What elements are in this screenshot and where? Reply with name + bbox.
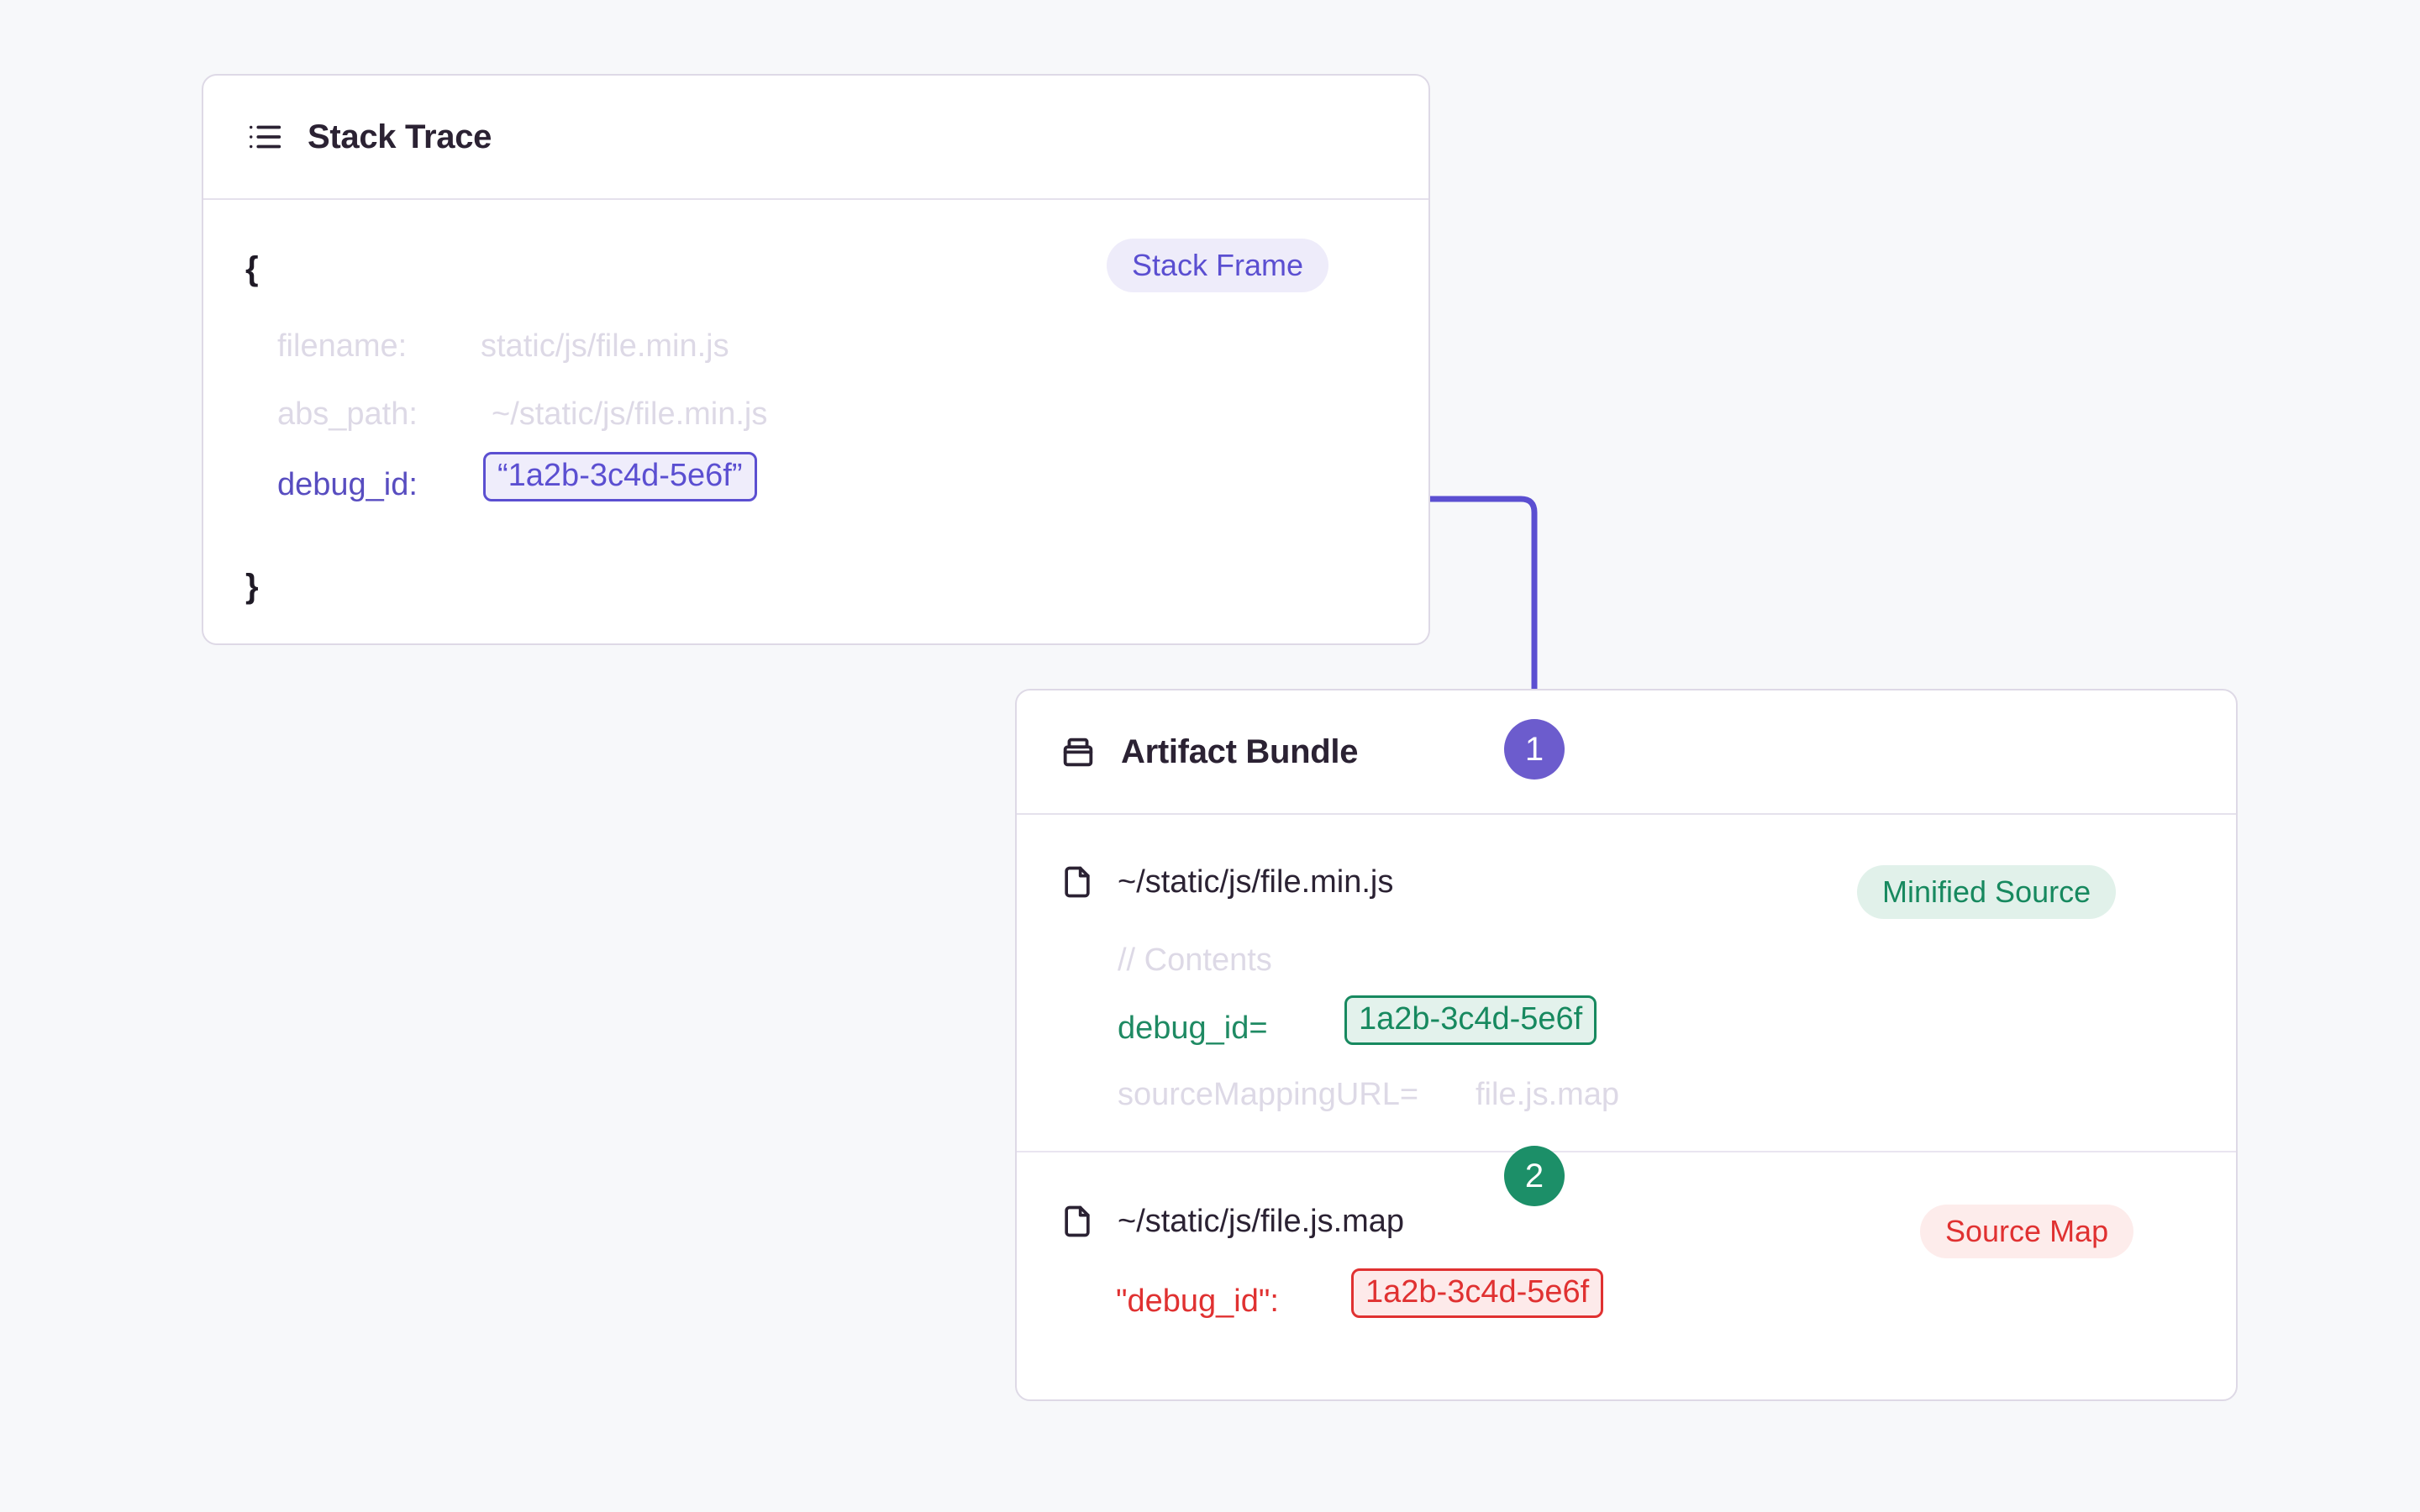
list-icon	[249, 125, 281, 149]
artifact-bundle-header: Artifact Bundle	[1017, 690, 2236, 815]
filename-value: static/js/file.min.js	[481, 328, 729, 364]
source-map-filename: ~/static/js/file.js.map	[1118, 1203, 1405, 1239]
close-brace: }	[245, 568, 259, 605]
minified-source-filename: ~/static/js/file.min.js	[1118, 864, 1394, 900]
debug-id-key: debug_id:	[277, 467, 418, 502]
stack-trace-header: Stack Trace	[203, 76, 1428, 200]
artifact-bundle-title: Artifact Bundle	[1121, 732, 1359, 770]
sourcemap-debug-id-value: 1a2b-3c4d-5e6f	[1351, 1268, 1604, 1318]
stack-trace-title: Stack Trace	[308, 118, 492, 155]
artifact-bundle-card: Artifact Bundle ~/static/js/file.min.js …	[1015, 689, 2238, 1401]
source-mapping-url-value: file.js.map	[1476, 1077, 1620, 1112]
sourcemap-debug-id-key: "debug_id":	[1116, 1284, 1279, 1319]
step-badge-2: 2	[1504, 1146, 1565, 1206]
abs-path-value: ~/static/js/file.min.js	[492, 396, 768, 432]
stack-trace-debug-id-value: “1a2b-3c4d-5e6f”	[483, 452, 757, 501]
minified-debug-id-key: debug_id=	[1118, 1011, 1268, 1046]
minified-source-badge: Minified Source	[1857, 865, 2117, 919]
filename-key: filename:	[277, 328, 408, 364]
open-brace: {	[245, 250, 259, 287]
source-map-badge: Source Map	[1920, 1205, 2134, 1258]
stack-frame-badge: Stack Frame	[1107, 239, 1329, 292]
bundle-entry-minified-filerow: ~/static/js/file.min.js	[1059, 864, 1393, 900]
source-mapping-url-key: sourceMappingURL=	[1118, 1077, 1419, 1112]
minified-contents-comment: // Contents	[1118, 942, 1272, 978]
minified-debug-id-value: 1a2b-3c4d-5e6f	[1344, 995, 1597, 1045]
abs-path-key: abs_path:	[277, 396, 418, 432]
step-badge-1: 1	[1504, 719, 1565, 780]
stack-trace-card: Stack Trace { Stack Frame filename: stat…	[202, 74, 1430, 645]
bundle-row-divider	[1017, 1151, 2236, 1152]
file-icon	[1065, 1205, 1090, 1237]
file-icon	[1065, 866, 1090, 898]
package-icon	[1063, 738, 1093, 767]
bundle-entry-sourcemap-filerow: ~/static/js/file.js.map	[1059, 1203, 1404, 1240]
